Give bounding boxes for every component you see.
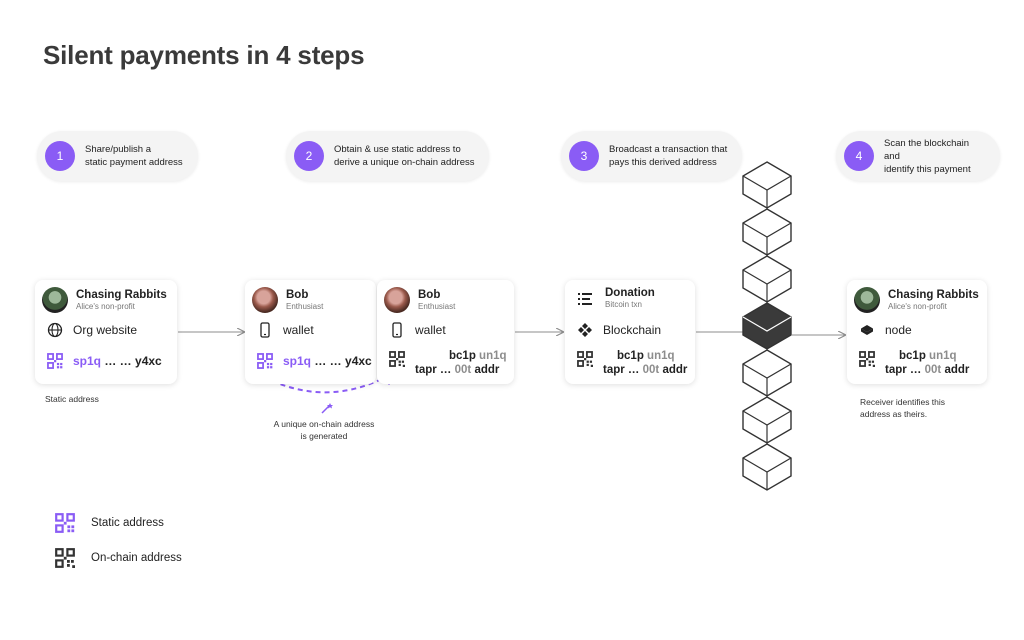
step-1-number: 1 [45,141,75,171]
card-name: Donation [605,287,655,299]
address-line2-c: addr [471,364,500,376]
onchain-address: bc1p un1q tapr … 00t addr [415,349,507,377]
step-4-pill: 4 Scan the blockchain and identify this … [836,131,1000,181]
chasing-rabbits-avatar [854,287,880,313]
bob-avatar [252,287,278,313]
static-address-qr-icon [55,513,75,533]
step-2-text: Obtain & use static address to derive a … [334,144,475,168]
bob-static-card: Bob Enthusiast wallet sp1q … … y4xc [245,280,376,384]
address-line2-a: tapr … [603,364,643,376]
step-4-number: 4 [844,141,874,171]
address-line1-a: bc1p [617,350,644,362]
phone-icon [389,322,405,338]
chasing-rabbits-avatar [42,287,68,313]
address-line2-a: tapr … [415,364,455,376]
address-line2-a: tapr … [885,364,925,376]
card-name: Chasing Rabbits [76,288,167,301]
blockchain-network-icon [577,322,593,338]
address-prefix: sp1q [73,354,102,368]
onchain-address-qr-icon [389,351,405,367]
address-line2-b: 00t [454,364,472,376]
generated-caption: A unique on-chain address is generated [273,419,375,441]
bob-avatar [384,287,410,313]
address-line2-c: addr [659,364,688,376]
node-label: node [885,323,912,337]
step-1-pill: 1 Share/publish a static payment address [37,131,198,181]
step-2-number: 2 [294,141,324,171]
blockchain-label: Blockchain [603,323,662,337]
address-line2-b: 00t [642,364,660,376]
wallet-label: wallet [415,323,446,337]
wallet-label: wallet [283,323,314,337]
onchain-address: bc1p un1q tapr … 00t addr [885,349,969,377]
bob-onchain-card: Bob Enthusiast wallet bc1p un1q tapr … 0… [377,280,514,384]
block [742,161,792,209]
legend-static-label: Static address [91,517,164,529]
address-line1-a: bc1p [899,350,926,362]
onchain-address-qr-icon [55,548,75,568]
block [742,396,792,444]
static-address-qr-icon [257,353,273,369]
card-subtitle: Alice's non-profit [76,301,135,311]
block [742,255,792,303]
step-3-text: Broadcast a transaction that pays this d… [609,144,728,168]
magic-wand-icon [321,403,333,414]
step-3-pill: 3 Broadcast a transaction that pays this… [561,131,742,181]
receiver-caption: Receiver identifies this address as thei… [860,397,946,419]
onchain-address-qr-icon [577,351,593,367]
node-block-icon [859,322,875,338]
address-line1-b: un1q [647,350,675,362]
address-line2-b: 00t [924,364,942,376]
card-name: Bob [418,288,441,301]
address-prefix: sp1q [283,354,312,368]
card-name: Chasing Rabbits [888,288,979,301]
step-4-text: Scan the blockchain and identify this pa… [884,137,971,175]
card-name: Bob [286,288,309,301]
static-address-caption: Static address [45,394,99,404]
alice-node-card: Chasing Rabbits Alice's non-profit node … [847,280,987,384]
highlighted-block [742,302,792,350]
block [742,443,792,491]
step-2-pill: 2 Obtain & use static address to derive … [286,131,489,181]
step-1-text: Share/publish a static payment address [85,144,183,168]
list-icon [577,291,593,307]
static-address-qr-icon [47,353,63,369]
address-middle: … … [101,354,136,368]
block [742,349,792,397]
card-subtitle: Alice's non-profit [888,301,947,311]
alice-static-card: Chasing Rabbits Alice's non-profit Org w… [35,280,177,384]
donation-card: Donation Bitcoin txn Blockchain bc1p un1… [565,280,695,384]
address-suffix: y4xc [345,354,372,368]
blockchain-column [742,161,792,491]
globe-icon [47,322,63,338]
card-subtitle: Bitcoin txn [605,300,642,309]
step-3-number: 3 [569,141,599,171]
legend-onchain-label: On-chain address [91,552,182,564]
address-line1-b: un1q [929,350,957,362]
card-subtitle: Enthusiast [286,301,324,311]
card-subtitle: Enthusiast [418,301,456,311]
address-suffix: y4xc [135,354,162,368]
phone-icon [257,322,273,338]
address-line2-c: addr [941,364,970,376]
onchain-address: bc1p un1q tapr … 00t addr [603,349,687,377]
org-website-label: Org website [73,323,138,337]
page-title: Silent payments in 4 steps [43,40,365,70]
block [742,208,792,256]
address-line1-a: bc1p [449,350,476,362]
legend-onchain: On-chain address [55,548,182,568]
address-line1-b: un1q [479,350,507,362]
onchain-address-qr-icon [859,351,875,367]
address-middle: … … [311,354,346,368]
legend-static: Static address [55,513,164,533]
